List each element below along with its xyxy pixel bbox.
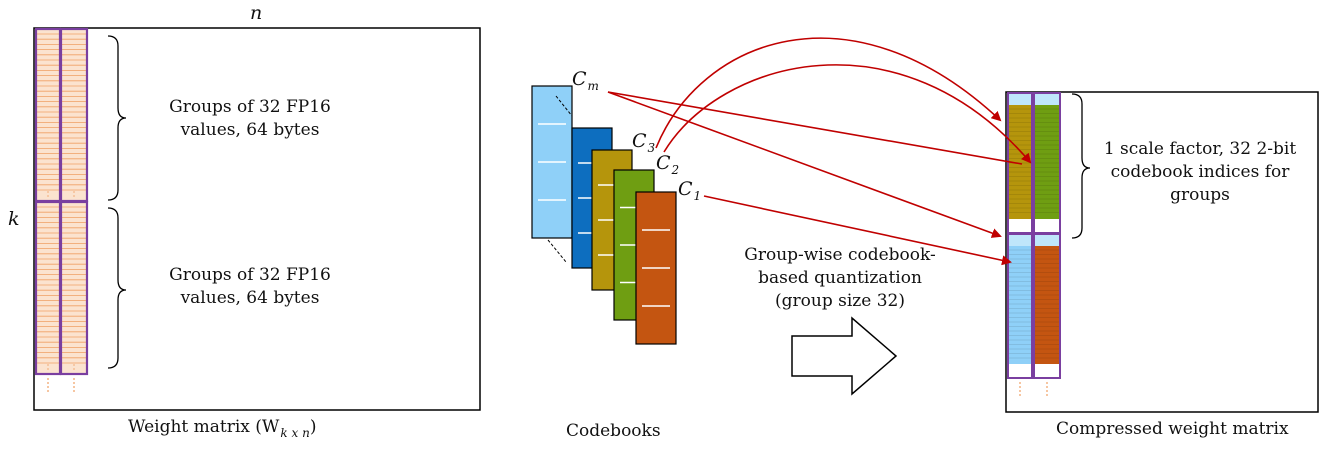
group-top-line1: Groups of 32 FP16 — [169, 97, 331, 117]
codebook-label-cm-sub: m — [587, 79, 599, 93]
codebook-label-cm-base: C — [572, 68, 587, 90]
weight-cell-block — [36, 29, 60, 201]
codebook-ellipsis-bottom — [547, 239, 567, 263]
weight-matrix-frame — [33, 27, 481, 411]
codebook-label-c2-sub: 2 — [671, 163, 680, 177]
group-bottom-line2: values, 64 bytes — [180, 288, 320, 308]
caption-subscript: k x n — [280, 426, 310, 440]
compressed-caption: Compressed weight matrix — [1056, 419, 1289, 439]
codebook-label-c1: C1 — [678, 178, 701, 203]
arrow-c2 — [663, 64, 1032, 164]
scale-factor-cell — [1008, 234, 1032, 246]
codebooks-caption: Codebooks — [566, 421, 661, 441]
index-gap — [1036, 366, 1058, 370]
index-block — [1034, 105, 1060, 219]
group-top-label: Groups of 32 FP16 values, 64 bytes — [150, 96, 350, 142]
caption-suffix: ) — [309, 417, 317, 437]
process-line2: based quantization — [758, 268, 922, 288]
codebook-label-c1-base: C — [678, 178, 693, 200]
codebook-label-c3: C3 — [632, 130, 655, 155]
mapping-arrows — [607, 37, 1032, 266]
scale-factor-cell — [1034, 93, 1060, 105]
process-arrow — [791, 316, 898, 396]
arrow-cm — [607, 91, 1023, 165]
codebook-label-c3-sub: 3 — [647, 141, 656, 155]
weight-matrix-caption: Weight matrix (Wk x n) — [128, 416, 316, 440]
codebook-label-c2: C2 — [656, 152, 679, 177]
weight-group-border — [59, 200, 89, 376]
dim-k-label: k — [8, 208, 20, 230]
group-bottom-label: Groups of 32 FP16 values, 64 bytes — [150, 264, 350, 310]
compressed-matrix-columns — [1007, 92, 1061, 396]
scale-factor-cell — [1034, 234, 1060, 246]
brace-bottom — [107, 207, 127, 369]
process-label: Group-wise codebook- based quantization … — [720, 244, 960, 313]
arrow-c3 — [655, 37, 1002, 149]
weight-cell-block — [36, 202, 60, 374]
index-block — [1034, 246, 1060, 364]
weight-matrix-columns — [34, 27, 89, 392]
weight-cell-block — [61, 29, 87, 201]
brace-top — [107, 35, 127, 201]
group-top-line2: values, 64 bytes — [180, 120, 320, 140]
dim-n-label: n — [250, 2, 263, 24]
weight-cell-block — [61, 202, 87, 374]
index-block — [1008, 246, 1032, 364]
caption-prefix: Weight matrix (W — [128, 417, 280, 437]
codebook-ellipsis-top — [555, 95, 573, 117]
codebook-label-c2-base: C — [656, 152, 671, 174]
compressed-note: 1 scale factor, 32 2-bit codebook indice… — [1090, 138, 1310, 207]
codebook-label-c1-sub: 1 — [693, 189, 702, 203]
index-gap — [1036, 221, 1058, 225]
codebook-label-c3-base: C — [632, 130, 647, 152]
process-line3: (group size 32) — [775, 291, 905, 311]
arrow-c1 — [703, 195, 1012, 266]
compressed-group-border — [1033, 233, 1061, 379]
compressed-note-line3: groups — [1170, 185, 1230, 205]
arrow-cm-line — [607, 91, 1002, 238]
codebook-label-cm: Cm — [572, 68, 599, 93]
codebook-stack — [531, 85, 677, 345]
process-line1: Group-wise codebook- — [744, 245, 936, 265]
scale-factor-cell — [1008, 93, 1032, 105]
index-gap — [1010, 366, 1030, 370]
index-gap — [1010, 221, 1030, 225]
brace-compressed — [1071, 93, 1091, 239]
compressed-group-border — [1007, 233, 1033, 379]
group-bottom-line1: Groups of 32 FP16 — [169, 265, 331, 285]
compressed-note-line1: 1 scale factor, 32 2-bit — [1103, 139, 1297, 159]
compressed-note-line2: codebook indices for — [1110, 162, 1290, 182]
